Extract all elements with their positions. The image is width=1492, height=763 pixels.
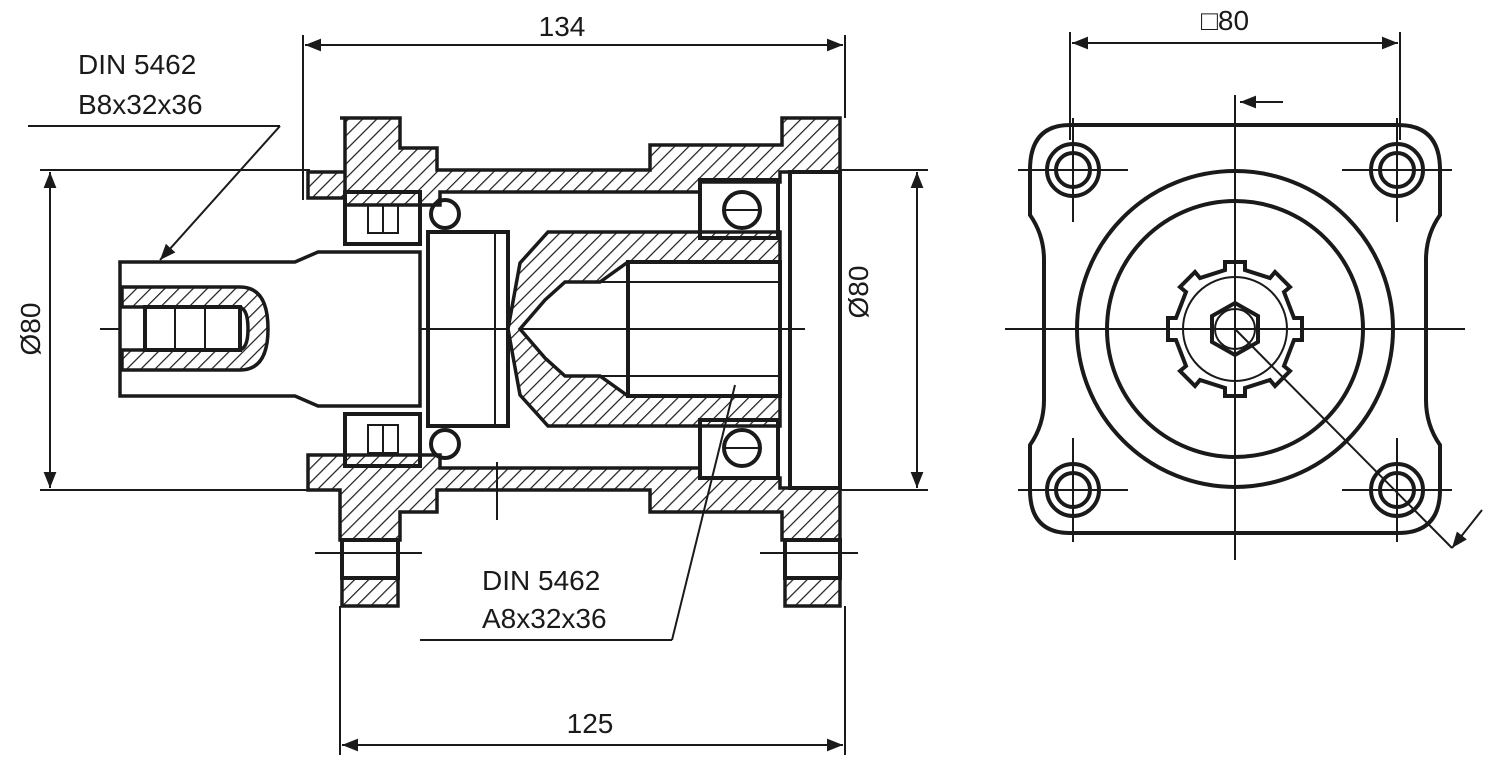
dim-dia-left-text: Ø80: [15, 303, 46, 356]
dim-125-text: 125: [567, 708, 614, 739]
dim-dia-right-text: Ø80: [843, 266, 874, 319]
flange-bore-right: [783, 538, 842, 580]
flange-foot-right: [783, 576, 842, 608]
callout-lower-line2: A8x32x36: [482, 603, 607, 634]
callout-upper-line1: DIN 5462: [78, 49, 196, 80]
side-section-view: 134 125 Ø80 Ø80 DIN 5462 B8x32x36 DIN 54…: [15, 11, 928, 755]
front-view: □80: [1005, 5, 1483, 560]
spline-profile: [1166, 260, 1304, 398]
diagonal-arrow: [1451, 509, 1483, 549]
callout-lower-leader: [671, 384, 736, 641]
callout-upper-line2: B8x32x36: [78, 89, 203, 120]
dim-134-text: 134: [539, 11, 586, 42]
flange-bore-left: [340, 538, 400, 580]
input-shaft-groove: [143, 305, 242, 352]
bearing-left-lower: [343, 412, 461, 468]
callout-upper-leader: [159, 125, 281, 261]
bearing-left-upper: [343, 190, 461, 246]
flange-foot-left: [340, 576, 400, 608]
input-shaft: [118, 250, 422, 408]
bearing-right-lower: [698, 418, 780, 480]
output-bore: [626, 260, 782, 398]
end-plate: [788, 170, 842, 490]
bearing-right-upper: [698, 178, 780, 240]
housing-upper: [306, 116, 842, 207]
input-shaft-bore: [120, 285, 270, 372]
diagonal-leader: [1234, 328, 1453, 549]
dim-sq-text: □80: [1201, 5, 1249, 36]
callout-lower-line1: DIN 5462: [482, 565, 600, 596]
